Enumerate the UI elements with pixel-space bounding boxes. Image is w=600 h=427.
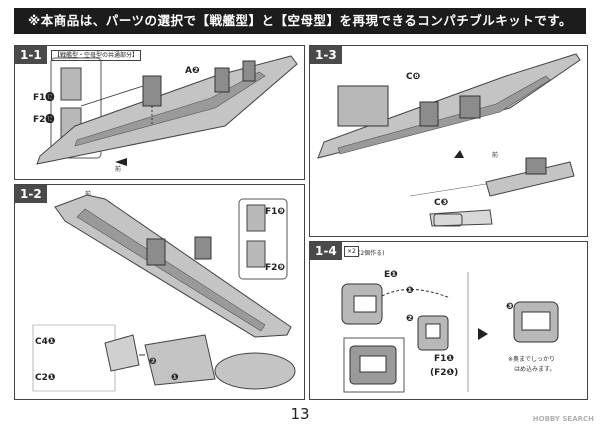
watermark-credit: HOBBY SEARCH <box>532 415 594 423</box>
part-f2-label: (F2❶) <box>430 368 459 378</box>
order-1-marker: ❶ <box>406 286 414 296</box>
step-number: 1-1 <box>15 46 47 64</box>
part-illustration <box>341 272 559 393</box>
banner: ※本商品は、パーツの選択で【戦艦型】と【空母型】を再現できるコンパチブルキットで… <box>14 8 586 34</box>
common-parts-tag: 【戦艦型・空母型の共通部分】 <box>51 50 142 61</box>
front-label: 前 <box>85 191 92 198</box>
hull-illustration <box>317 53 581 227</box>
front-label: 前 <box>492 152 499 159</box>
page-number: 13 <box>290 405 310 423</box>
hull-illustration <box>36 55 298 166</box>
step-number: 1-3 <box>310 46 342 64</box>
order-1-marker: ❶ <box>171 373 179 383</box>
panel-step-1-2: 1-2 前 F1❾ F2❾ C4❶ C2❶ ❶ ❷ <box>14 184 305 400</box>
part-f1-label: F1❶ <box>434 354 455 364</box>
panel-step-1-3: 1-3 C❽ C❸ 前 <box>309 45 588 237</box>
order-3-marker: ❸ <box>506 302 514 312</box>
part-c4-label: C4❶ <box>35 337 56 347</box>
part-f2-label: F2⓬ <box>33 115 55 125</box>
make-two-badge: ×2 <box>344 246 359 257</box>
part-f1-label: F1⓬ <box>33 93 55 103</box>
panel-step-1-1: 1-1 【戦艦型・空母型の共通部分】 A❷ F1⓬ F2⓬ 前 <box>14 45 305 180</box>
order-2-marker: ❷ <box>149 357 157 367</box>
step-number: 1-4 <box>310 242 342 260</box>
make-two-note: (2個作る) <box>358 250 385 257</box>
panel-step-1-4: 1-4 ×2 (2個作る) E❶ F1❶ (F2❶) ❶ ❷ ❸ ※奥までしっか… <box>309 241 588 400</box>
step-number: 1-2 <box>15 185 47 203</box>
insertion-note-line2: はめ込みます。 <box>514 366 556 373</box>
insertion-note-line1: ※奥までしっかり <box>508 356 556 363</box>
part-f1-label: F1❾ <box>265 207 286 217</box>
front-label: 前 <box>115 166 122 173</box>
part-e1-label: E❶ <box>384 270 398 280</box>
hull-illustration <box>32 194 296 392</box>
part-c2-label: C2❶ <box>35 373 56 383</box>
part-a2-label: A❷ <box>185 66 200 76</box>
part-f2-label: F2❾ <box>265 263 286 273</box>
order-2-marker: ❷ <box>406 314 414 324</box>
part-c3-label: C❸ <box>434 198 449 208</box>
part-c8-label: C❽ <box>406 72 421 82</box>
